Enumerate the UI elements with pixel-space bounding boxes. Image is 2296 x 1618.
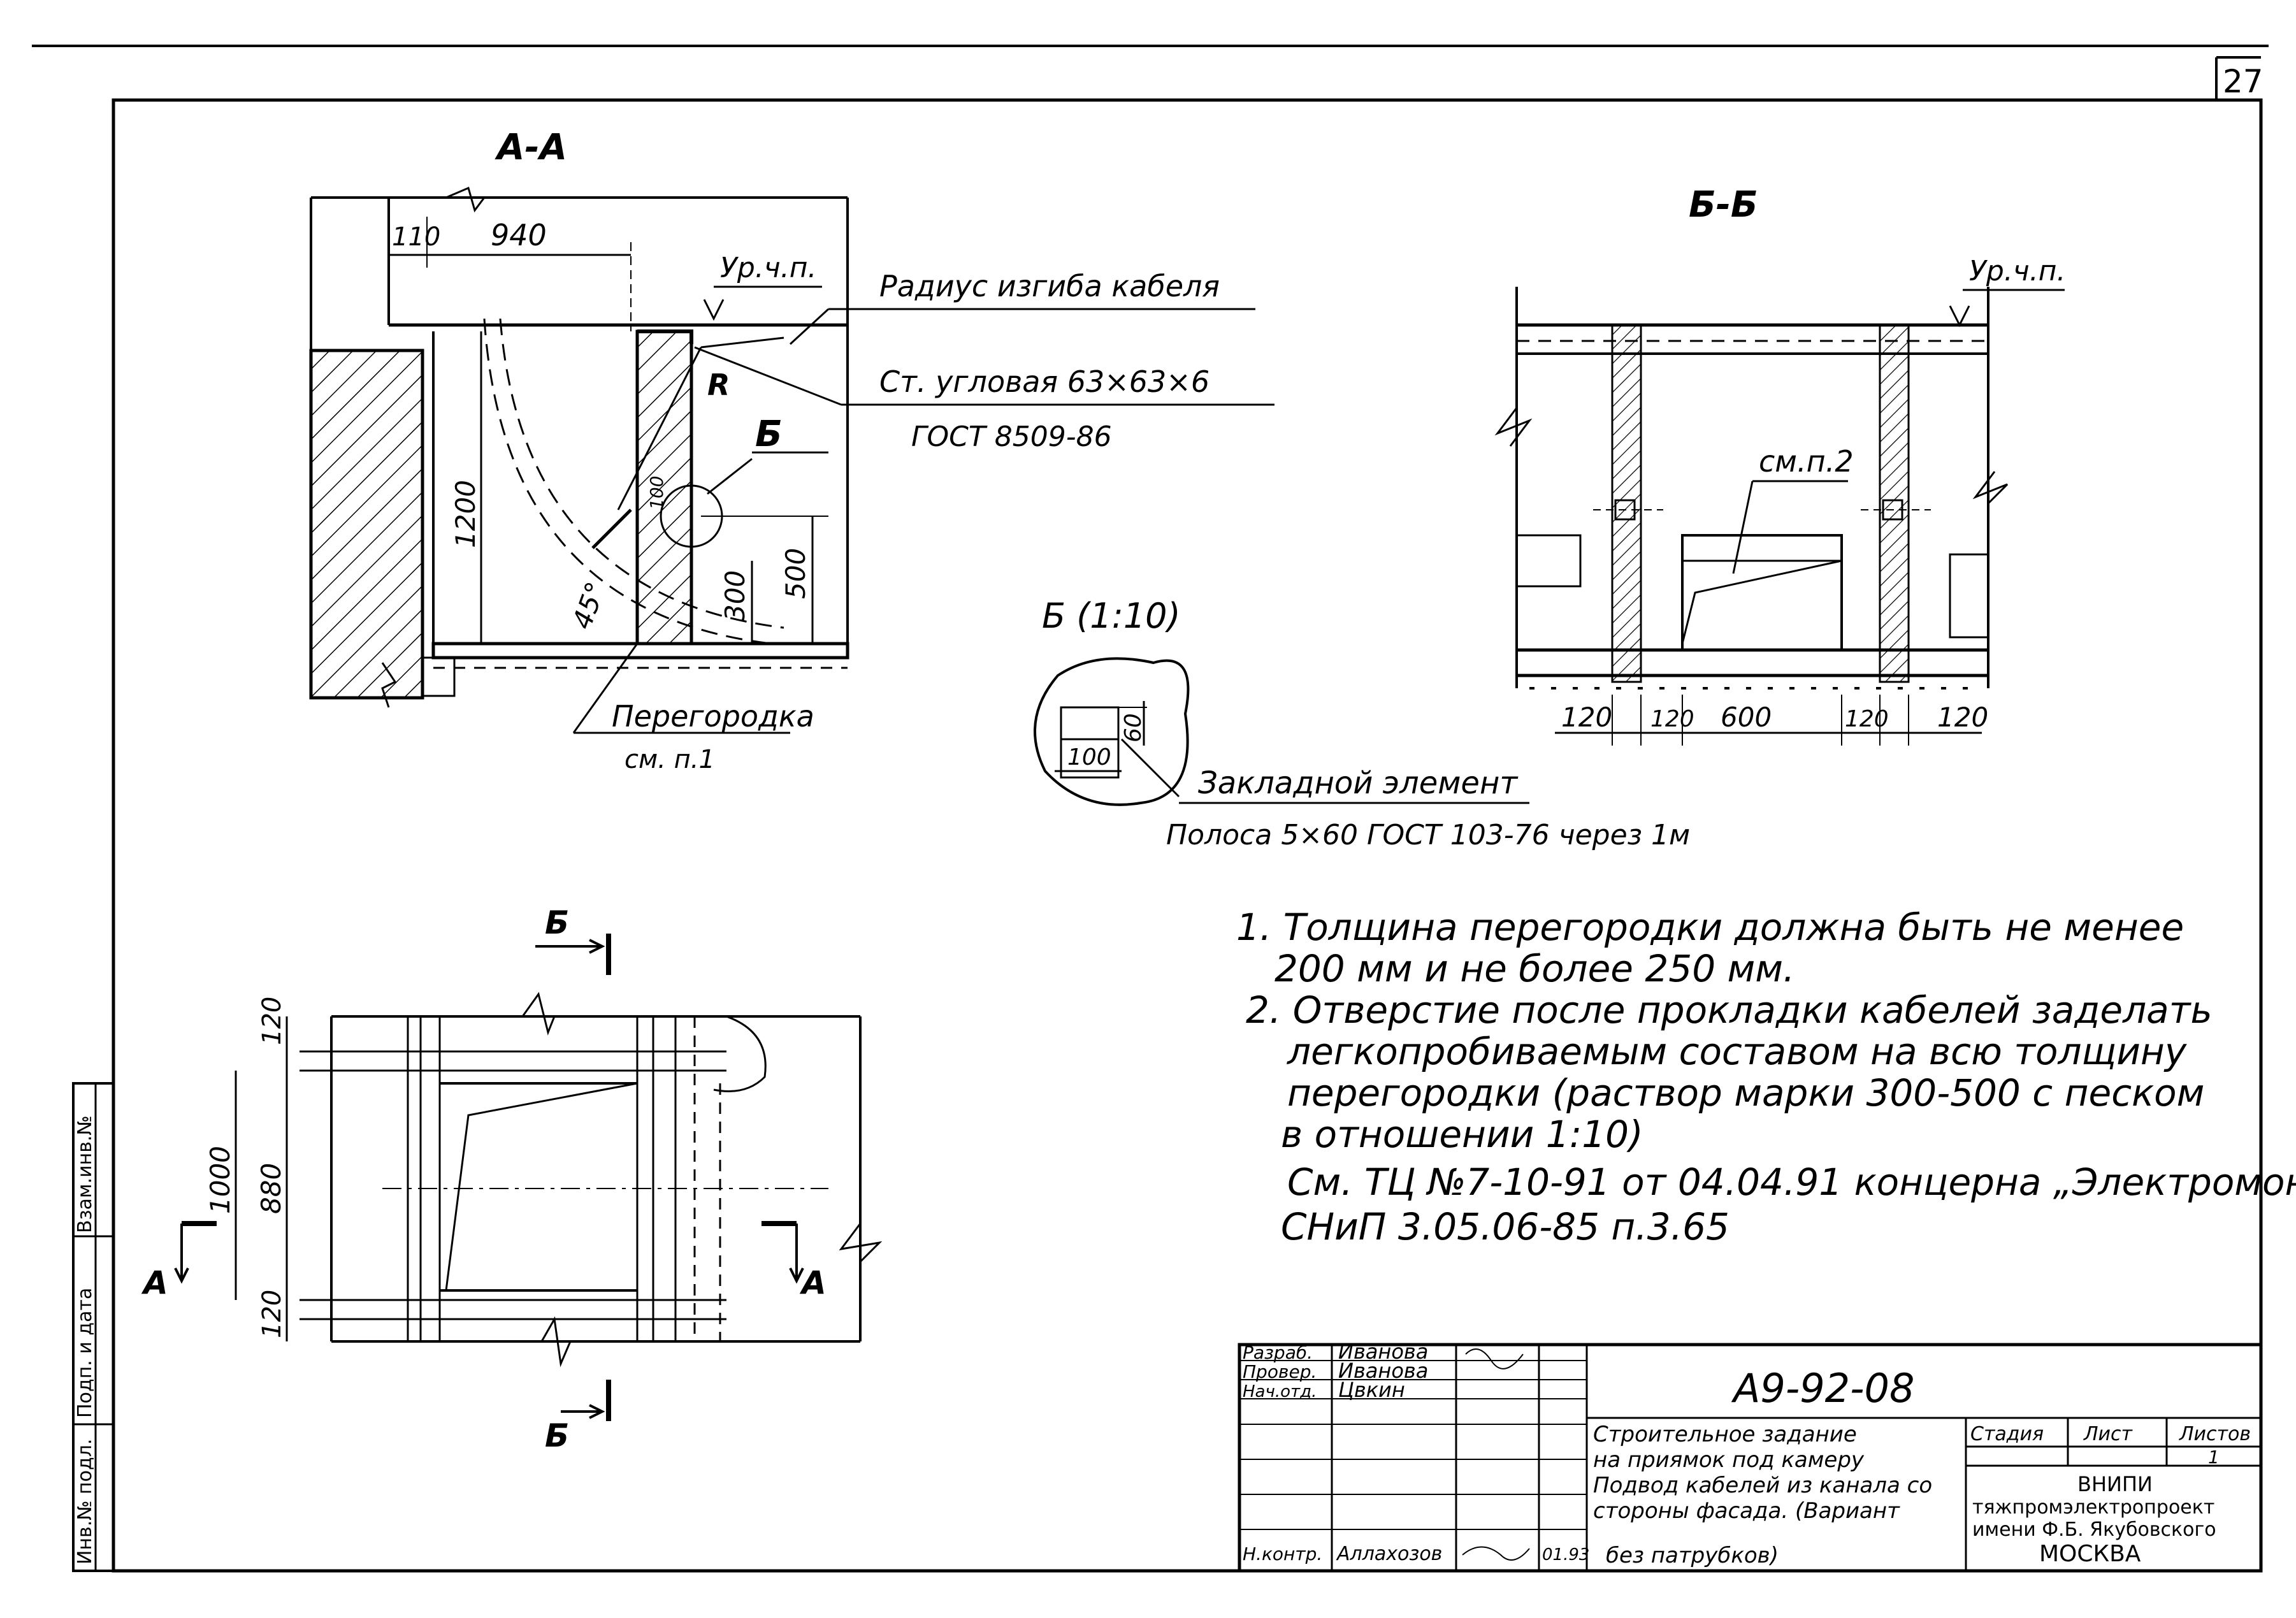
tb-desc-4: стороны фасада. (Вариант [1593, 1498, 1900, 1524]
bb-dim-2: 120 [1650, 706, 1694, 732]
note-line-1: 1. Толщина перегородки должна быть не ме… [1236, 906, 2184, 949]
tb-org-3: имени Ф.Б. Якубовского [1972, 1519, 2216, 1541]
dim-940: 940 [491, 218, 547, 252]
tb-role-2: Провер. [1243, 1361, 1317, 1382]
note-line-5: перегородки (раствор марки 300-500 с пес… [1287, 1071, 2204, 1115]
dim-110: 110 [392, 222, 440, 252]
section-aa-title: А-А [495, 127, 567, 168]
side-stamp: Инв.№ подл. Подп. и дата Взам.инв.№ [72, 1082, 115, 1572]
bb-dim-1: 120 [1561, 702, 1612, 733]
tb-org-4: МОСКВА [2039, 1541, 2141, 1567]
plan-dim-1000: 1000 [205, 1146, 236, 1214]
plan-mark-a-right: А [799, 1264, 827, 1301]
tb-name-2: Иванова [1338, 1359, 1428, 1383]
title-block: Разраб. Иванова Провер. Иванова Нач.отд.… [1238, 1340, 2263, 1573]
sheet-frame [32, 45, 2269, 1573]
sheet-number: 27 [2223, 63, 2264, 100]
tb-org-2: тяжпромэлектропроект [1972, 1496, 2214, 1519]
callout-partition: Перегородка [612, 699, 814, 733]
node-b-label: Б [755, 414, 783, 455]
aa-level-label: Ур.ч.п. [720, 252, 816, 284]
callout-radius: Радиус изгиба кабеля [879, 269, 1220, 303]
tb-desc-5: без патрубков) [1606, 1543, 1779, 1568]
tb-name-1: Иванова [1338, 1340, 1428, 1364]
note-line-3: 2. Отверстие после прокладки кабелей зад… [1246, 988, 2213, 1032]
side-stamp-inv: Инв.№ подл. [74, 1439, 96, 1564]
section-bb: Б-Б Ур.ч.п. см.п.2 12 [1494, 184, 2065, 746]
note-line-7: См. ТЦ №7-10-91 от 04.04.91 концерна „Эл… [1287, 1160, 2296, 1204]
bb-dim-5: 120 [1937, 702, 1988, 733]
side-stamp-replace: Взам.инв.№ [74, 1115, 96, 1233]
tb-name-7: Аллахозов [1336, 1543, 1442, 1565]
detail-dim-60: 60 [1120, 713, 1146, 742]
note-line-6: в отношении 1:10) [1281, 1113, 1643, 1156]
tb-role-7: Н.контр. [1243, 1543, 1322, 1564]
dim-500: 500 [780, 548, 811, 599]
plan-dim-top-120: 120 [257, 997, 287, 1045]
plan-mark-b-bottom: Б [545, 1417, 569, 1454]
plan-dim-bottom-120: 120 [257, 1290, 287, 1338]
bb-dim-3: 600 [1721, 702, 1772, 733]
tb-col-sheets: Листов [2179, 1423, 2251, 1445]
tb-desc-2: на приямок под камеру [1593, 1447, 1865, 1473]
tb-desc-1: Строительное задание [1593, 1422, 1857, 1447]
callout-partition-ref: см. п.1 [625, 745, 715, 774]
bb-callout-ref: см.п.2 [1759, 444, 1854, 479]
detail-b: Б (1:10) 60 100 Закладной элемент Полоса… [1034, 596, 1690, 851]
detail-b-title: Б (1:10) [1042, 596, 1181, 636]
plan-mark-b-top: Б [545, 904, 569, 941]
plan-mark-a-left: А [141, 1264, 168, 1301]
tb-name-3: Цвкин [1338, 1378, 1405, 1402]
tb-sheets-value: 1 [2208, 1447, 2220, 1468]
left-wall [309, 349, 424, 700]
note-line-8: СНиП 3.05.06-85 п.3.65 [1281, 1205, 1729, 1248]
dim-300: 300 [719, 570, 751, 621]
tb-role-3: Нач.отд. [1243, 1382, 1317, 1401]
note-line-4: легкопробиваемым составом на всю толщину [1287, 1030, 2187, 1073]
callout-angle-steel: Ст. угловая 63×63×6 [879, 365, 1209, 399]
detail-callout-strip: Полоса 5×60 ГОСТ 103-76 через 1м [1166, 819, 1690, 851]
detail-callout-element: Закладной элемент [1198, 765, 1519, 801]
callout-gost: ГОСТ 8509-86 [911, 421, 1112, 453]
plan-dim-880: 880 [256, 1163, 287, 1214]
side-stamp-sign: Подп. и дата [74, 1288, 96, 1418]
radius-label: R [707, 368, 730, 402]
note-line-2: 200 мм и не более 250 мм. [1274, 947, 1794, 990]
bb-level-label: Ур.ч.п. [1969, 255, 2065, 287]
section-bb-title: Б-Б [1689, 184, 1758, 226]
bb-dim-4: 120 [1845, 706, 1889, 732]
tb-role-1: Разраб. [1243, 1342, 1313, 1363]
detail-dim-100: 100 [1067, 744, 1111, 770]
section-aa: А-А R Б 110 [309, 127, 1274, 774]
tb-code: А9-92-08 [1731, 1365, 1914, 1412]
plan-view: Б 120 880 1000 120 [141, 904, 883, 1454]
tb-desc-3: Подвод кабелей из канала со [1593, 1473, 1932, 1498]
dim-1200: 1200 [450, 480, 481, 548]
tb-date: 01.93 [1542, 1545, 1589, 1564]
tb-col-sheet: Лист [2083, 1423, 2134, 1445]
tb-org-1: ВНИПИ [2077, 1472, 2153, 1496]
angle-45: 45° [566, 578, 612, 633]
notes: 1. Толщина перегородки должна быть не ме… [1236, 906, 2296, 1248]
tb-col-stage: Стадия [1970, 1423, 2044, 1445]
dim-100-aa: 100 [646, 476, 667, 510]
signature-2 [1462, 1546, 1530, 1561]
signature-1 [1465, 1348, 1524, 1369]
